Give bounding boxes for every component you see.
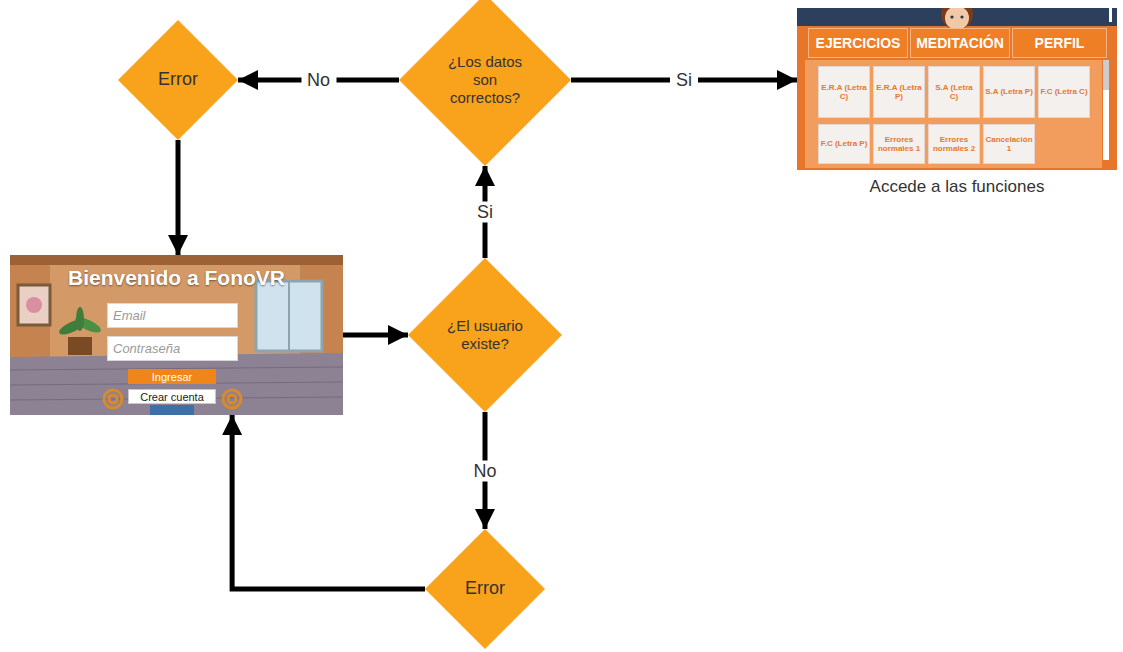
decision-diamond: ¿El usuario existe? (408, 258, 562, 412)
edge-label: No (301, 70, 336, 91)
button: Crear cuenta (128, 389, 216, 404)
screen-title: Bienvenido a FonoVR (10, 263, 343, 293)
input-field: Contraseña (107, 336, 238, 361)
exercise-tile: F.C (Letra P) (818, 124, 870, 164)
decision-text: ¿Los datos son correctos? (437, 53, 533, 107)
exercise-tile: Errores normales 2 (928, 124, 980, 164)
menu-tab: PERFIL (1012, 28, 1107, 58)
menu-tab: MEDITACIÓN (910, 28, 1010, 58)
menu-tab: EJERCICIOS (808, 28, 908, 58)
edge-label: No (467, 460, 502, 481)
error-text: Error (158, 69, 198, 91)
decision-text: ¿El usuario existe? (437, 317, 533, 353)
button: Ingresar (128, 369, 216, 384)
error-diamond: Error (425, 529, 545, 649)
caption: Accede a las funciones (797, 176, 1117, 198)
exercise-tile: F.C (Letra C) (1038, 66, 1090, 118)
flow-arrow (232, 415, 425, 589)
exercise-tile: Cancelación 1 (983, 124, 1035, 164)
exercise-tile: Errores normales 1 (873, 124, 925, 164)
exercise-tile: E.R.A (Letra C) (818, 66, 870, 118)
app-screen: EJERCICIOSMEDITACIÓNPERFIL E.R.A (Letra C… (797, 8, 1117, 170)
exercise-tile: E.R.A (Letra P) (873, 66, 925, 118)
edge-label: Si (471, 202, 499, 223)
error-diamond: Error (118, 20, 238, 140)
exercise-tile: S.A (Letra C) (928, 66, 980, 118)
error-text: Error (465, 578, 505, 600)
flow-arrow (176, 140, 181, 255)
decision-diamond: ¿Los datos son correctos? (399, 0, 571, 166)
flow-arrow (343, 333, 408, 338)
login-screen: Bienvenido a FonoVR EmailContraseñaIngres… (10, 255, 343, 415)
edge-label: Si (670, 70, 698, 91)
exercise-tile: S.A (Letra P) (983, 66, 1035, 118)
input-field: Email (107, 303, 238, 328)
